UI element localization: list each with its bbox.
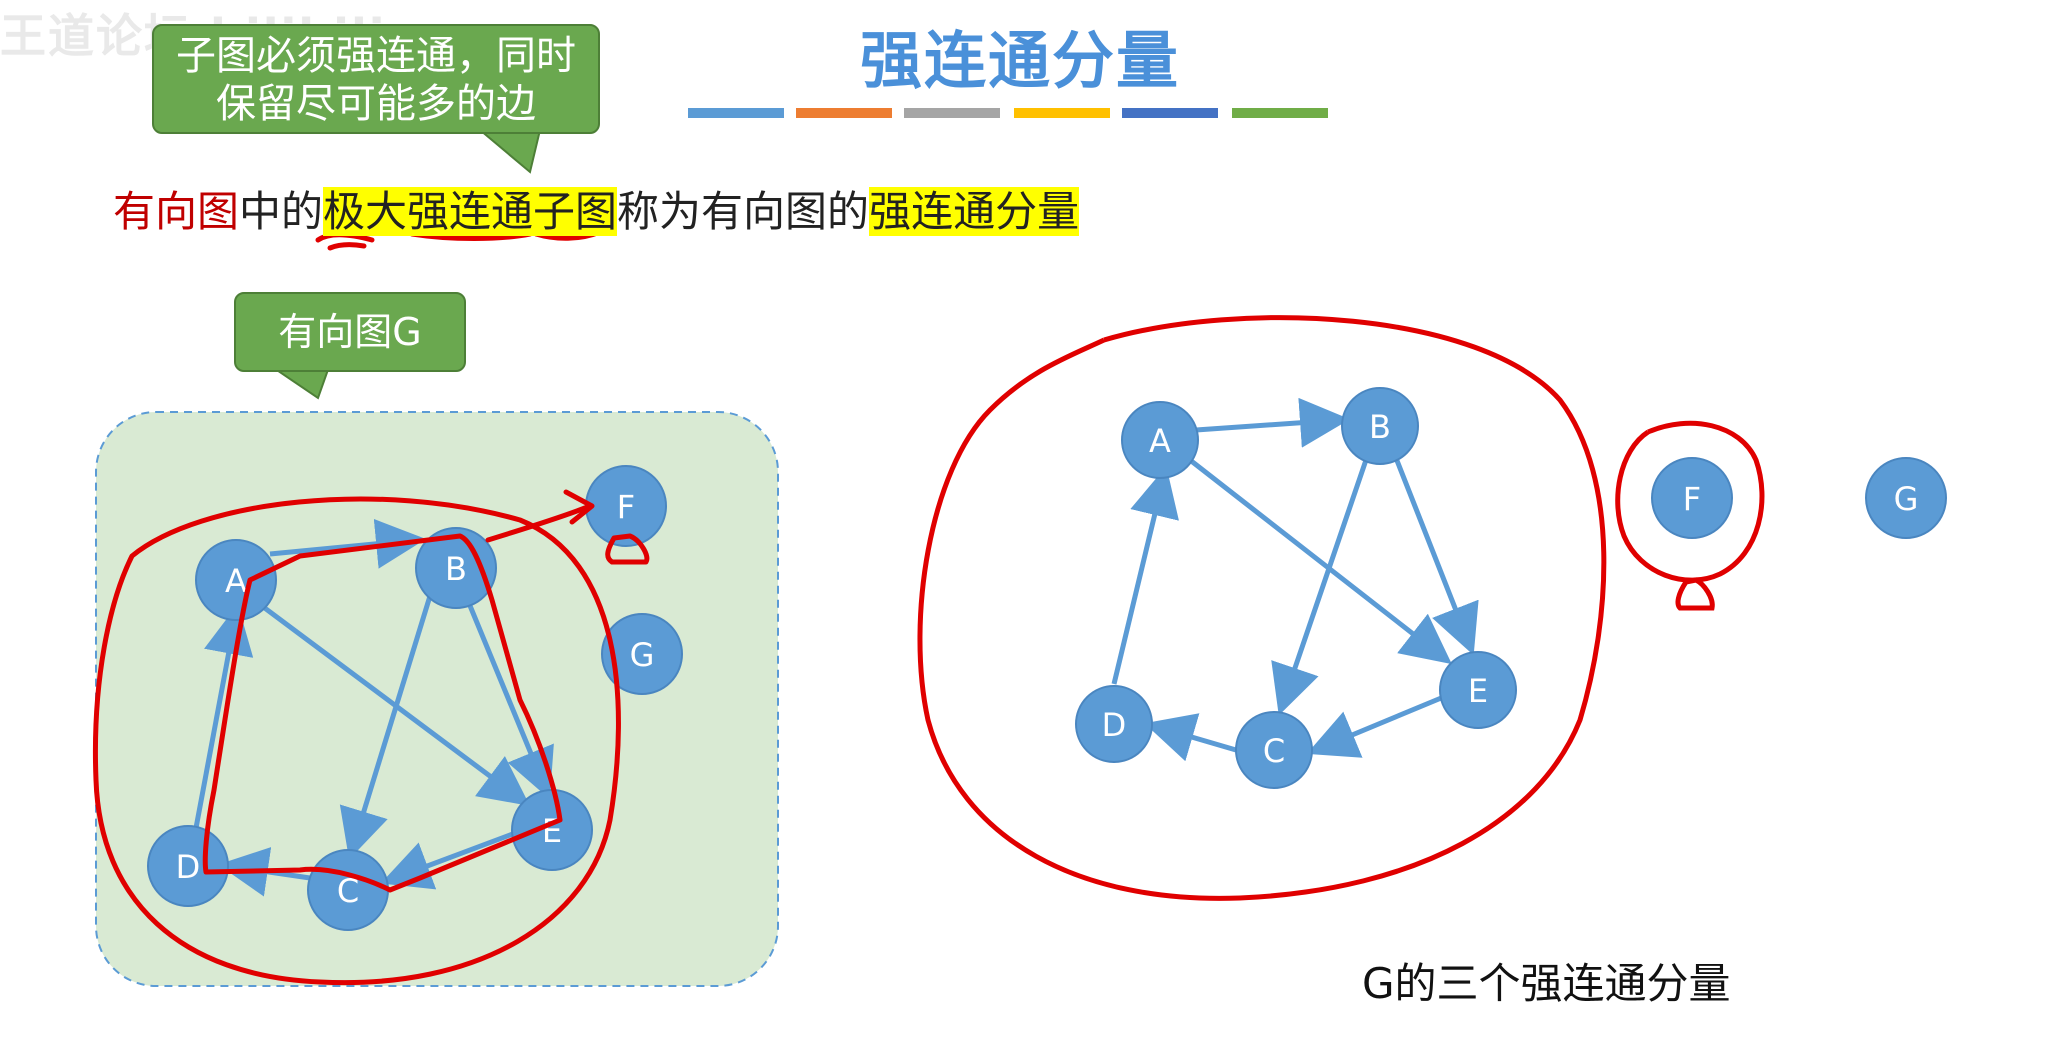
red-arrowhead-b-f — [563, 489, 595, 525]
definition-highlight-subgraph: 极大强连通子图 — [323, 187, 618, 236]
title-bar-2 — [796, 108, 892, 118]
callout-top: 子图必须强连通，同时 保留尽可能多的边 — [152, 24, 600, 134]
right-node-g-label: G — [1894, 480, 1919, 518]
components-caption: G的三个强连通分量 — [1362, 959, 1731, 1008]
right-node-f — [1651, 457, 1733, 539]
left-node-b-label: B — [445, 550, 467, 588]
callout-top-line2: 保留尽可能多的边 — [216, 81, 536, 127]
title-bar-3 — [904, 108, 1000, 118]
right-node-b-label: B — [1369, 408, 1391, 446]
left-edge-d-a — [193, 604, 254, 829]
right-edge-e-c — [1306, 693, 1447, 758]
left-node-g — [601, 613, 683, 695]
right-node-d-label: D — [1102, 706, 1127, 744]
left-edge-b-e — [463, 595, 554, 800]
right-node-c — [1235, 711, 1313, 789]
right-node-c-label: C — [1263, 732, 1285, 770]
right-node-b — [1341, 387, 1419, 465]
red-circle-component-1 — [917, 315, 1607, 901]
red-circle-component-2 — [1615, 420, 1765, 583]
left-edge-e-c — [380, 829, 519, 890]
right-edge-b-e — [1393, 457, 1479, 656]
definition-text-1: 中的 — [239, 187, 324, 236]
callout-top-line1: 子图必须强连通，同时 — [176, 33, 576, 79]
right-node-a-label: A — [1149, 422, 1171, 460]
red-cycle-trace — [202, 533, 563, 893]
right-node-f-label: F — [1683, 480, 1701, 518]
left-edge-a-e — [260, 603, 531, 806]
title-bar-5 — [1122, 108, 1218, 118]
left-node-a — [195, 539, 277, 621]
page-title: 强连通分量 — [860, 24, 1181, 97]
right-node-g — [1865, 457, 1947, 539]
left-node-f-label: F — [617, 488, 635, 526]
red-circle-left — [92, 496, 621, 986]
definition-term-digraph: 有向图 — [113, 187, 240, 236]
right-node-a — [1121, 401, 1199, 479]
definition-sentence: 有向图中的极大强连通子图称为有向图的强连通分量 — [113, 178, 1080, 239]
red-arrow-b-f — [485, 503, 593, 543]
left-edge-b-c — [339, 595, 433, 860]
right-edge-c-d — [1144, 713, 1237, 762]
right-edge-b-c — [1271, 459, 1369, 716]
right-node-d — [1075, 685, 1153, 763]
callout-graph-g: 有向图G — [234, 292, 466, 372]
definition-highlight-scc: 强连通分量 — [869, 187, 1080, 236]
left-node-a-label: A — [225, 562, 247, 600]
right-node-e-label: E — [1468, 672, 1488, 710]
right-edge-d-a — [1111, 466, 1179, 685]
title-bar-6 — [1232, 108, 1328, 118]
left-node-d-label: D — [176, 848, 201, 886]
right-edge-a-b — [1195, 397, 1350, 448]
red-mark-right-f — [1675, 577, 1715, 611]
callout-top-tail — [477, 129, 542, 174]
right-node-e — [1439, 651, 1517, 729]
left-node-c-label: C — [337, 872, 359, 910]
red-mark-f — [605, 533, 650, 565]
definition-text-2: 称为有向图的 — [617, 187, 870, 236]
title-bar-1 — [688, 108, 784, 118]
left-node-b — [415, 527, 497, 609]
left-node-g-label: G — [630, 636, 655, 674]
right-edge-a-e — [1188, 458, 1452, 665]
title-bar-4 — [1014, 108, 1110, 118]
